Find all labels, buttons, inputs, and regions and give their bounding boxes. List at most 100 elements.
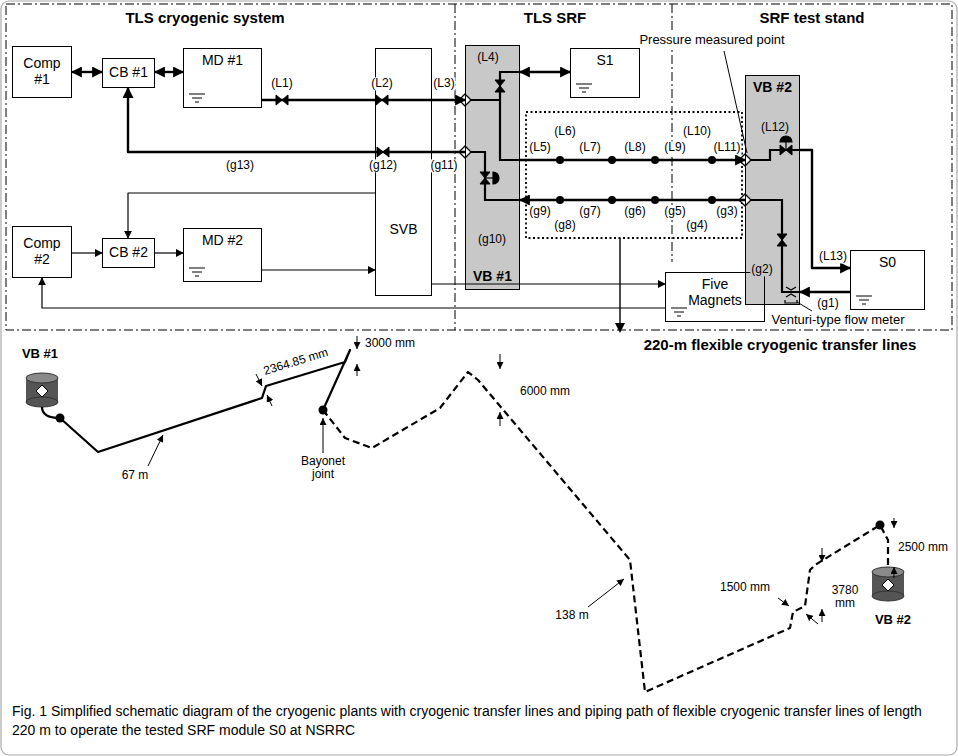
venturi-meter	[785, 287, 797, 303]
compressor-box: Comp #2	[12, 226, 72, 278]
dimension-label: 3780 mm	[827, 584, 863, 610]
line-label: (L10)	[682, 125, 712, 138]
line-label: (g7)	[578, 205, 601, 218]
line-label: (g3)	[715, 205, 738, 218]
valve-box-icon	[26, 373, 904, 601]
node-label: Five Magnets	[680, 276, 750, 308]
region-heading: TLS cryogenic system	[124, 10, 285, 27]
dimension-arrow	[894, 567, 895, 578]
leader-line	[323, 418, 324, 453]
pipe-connector	[128, 193, 375, 238]
dimension-arrow	[357, 364, 358, 376]
pipe-connector	[800, 291, 850, 293]
dimension-arrow	[806, 614, 818, 624]
dimension-arrow	[267, 395, 272, 406]
liquid-level-symbol	[576, 84, 592, 92]
node-label: VB #2	[753, 79, 792, 95]
internal-piping	[471, 72, 520, 100]
internal-piping	[500, 100, 520, 160]
liquid-level-symbol	[671, 308, 687, 316]
line-joint-dot	[556, 156, 716, 204]
valve-box: VB #1	[465, 45, 520, 290]
valve-actuator	[493, 172, 499, 184]
cold-box: CB #1	[102, 58, 155, 88]
pipe-connector	[72, 252, 102, 253]
pressure-point-diamond	[459, 94, 751, 206]
line-label: (L11)	[712, 141, 741, 154]
length-label: 67 m	[121, 469, 150, 482]
node-label: Comp #2	[20, 235, 65, 267]
pipe-connector	[520, 199, 745, 201]
dimension-arrow	[357, 336, 358, 349]
node-label: MD #1	[202, 52, 243, 68]
valve-box-icon	[36, 385, 48, 397]
dimension-arrow	[256, 336, 894, 624]
leader-arrowhead	[615, 323, 625, 333]
valve-box-icon	[882, 579, 894, 591]
liquid-level-symbol	[189, 84, 872, 316]
line-label: (L12)	[760, 121, 790, 134]
path-dot	[876, 521, 885, 530]
node-label: S1	[596, 52, 613, 68]
srf-module-box: S0	[850, 250, 925, 310]
length-label: 138 m	[554, 609, 589, 622]
leader-line	[724, 51, 747, 153]
callout-text: Bayonet joint	[294, 455, 352, 481]
line-label: (L4)	[476, 51, 499, 64]
line-label: (g8)	[553, 219, 576, 232]
pipe-connector	[155, 252, 183, 253]
node-label: CB #2	[109, 244, 148, 260]
node-label: Comp #1	[20, 55, 65, 87]
line-label: (g13)	[225, 159, 255, 172]
line-label: (g10)	[477, 233, 507, 246]
node-label: CB #1	[109, 64, 148, 80]
valve-box-label: VB #2	[874, 613, 912, 627]
valve-box-fill	[465, 45, 800, 305]
valve-symbol	[777, 234, 787, 246]
callout-text: Pressure measured point	[638, 33, 785, 47]
line-label: (g4)	[685, 219, 708, 232]
node-label: S0	[879, 254, 896, 270]
line-label: (L3)	[432, 77, 455, 90]
path-dot	[56, 414, 65, 423]
node-label: SVB	[389, 221, 417, 237]
pipe-connector	[432, 283, 665, 284]
leader-arrowhead	[615, 323, 625, 333]
dimension-arrow	[822, 609, 823, 622]
valve-box-icon	[26, 373, 58, 383]
line-label: (L13)	[818, 250, 848, 263]
valve-box-icon	[872, 591, 904, 601]
line-label: (L5)	[528, 141, 551, 154]
figure-caption: Fig. 1 Simplified schematic diagram of t…	[12, 702, 946, 740]
piping-path	[42, 350, 888, 692]
dimension-label: 2364.85 mm	[261, 346, 331, 379]
pipe-connector	[520, 71, 570, 73]
valve-actuator	[785, 142, 786, 150]
compressor-box: Comp #1	[12, 46, 72, 98]
region-border	[6, 4, 952, 330]
line-label: (L8)	[623, 141, 646, 154]
line-label: (g11)	[429, 159, 458, 172]
callout-text: Venturi-type flow meter	[771, 313, 906, 327]
callout-text: 220-m flexible cryogenic transfer lines	[643, 337, 918, 354]
srf-module-box: S1	[570, 48, 640, 98]
transfer-line-region	[526, 112, 742, 238]
liquid-level-symbol	[189, 268, 205, 276]
dimension-label: 2500 mm	[897, 541, 949, 554]
leader-line	[148, 51, 812, 607]
dimension-arrow	[500, 354, 501, 369]
dewar-box: MD #2	[183, 228, 262, 282]
pipe-connector	[155, 71, 183, 73]
line-label: (g5)	[663, 205, 686, 218]
valve-box-fill	[465, 45, 520, 290]
region-border	[6, 4, 952, 330]
line-label: (L1)	[270, 77, 293, 90]
line-label: (L6)	[553, 125, 576, 138]
pipe-connector	[128, 88, 465, 152]
magnet-box: Five Magnets	[665, 272, 765, 322]
pipe-connector	[72, 71, 102, 73]
leader-line	[619, 238, 620, 324]
liquid-level-symbol	[856, 296, 872, 304]
